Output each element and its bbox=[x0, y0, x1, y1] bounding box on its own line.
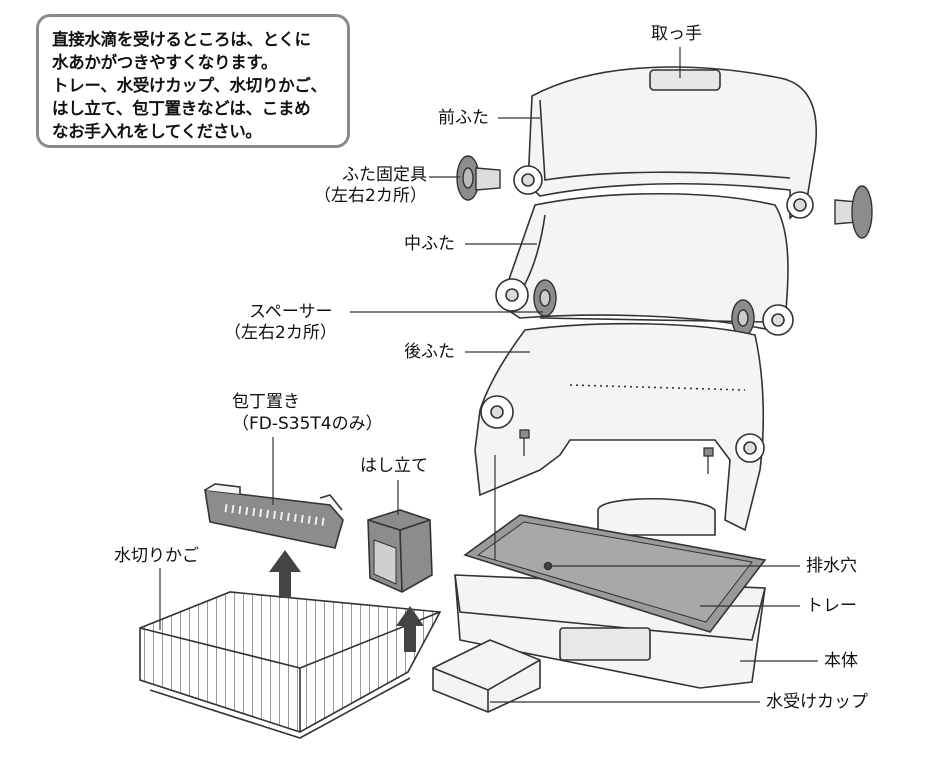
label-knife-holder-note: （FD-S35T4のみ） bbox=[232, 414, 383, 434]
label-chopstick-stand: はし立て bbox=[360, 456, 428, 476]
label-rear-lid: 後ふた bbox=[404, 342, 455, 362]
screws bbox=[519, 429, 714, 474]
label-knife-holder: 包丁置き bbox=[232, 392, 300, 412]
knife-holder bbox=[204, 483, 344, 549]
removal-arrows bbox=[269, 550, 424, 652]
note-line-5: なお手入れをしてください。 bbox=[52, 122, 262, 141]
drain-basket bbox=[139, 591, 442, 739]
spacer-left bbox=[533, 279, 557, 317]
lid-fixture-right bbox=[834, 185, 873, 239]
note-line-1: 直接水滴を受けるところは、とくに bbox=[52, 30, 311, 49]
middle-lid bbox=[495, 192, 794, 336]
label-handle: 取っ手 bbox=[651, 24, 702, 44]
rear-lid bbox=[474, 322, 765, 532]
label-body: 本体 bbox=[824, 651, 858, 671]
leader-lines bbox=[159, 47, 818, 703]
label-drain-hole: 排水穴 bbox=[806, 556, 857, 576]
tray bbox=[463, 514, 767, 633]
front-lid bbox=[513, 66, 817, 220]
spacer-right bbox=[731, 299, 755, 337]
label-water-cup: 水受けカップ bbox=[766, 692, 868, 712]
care-note-box: 直接水滴を受けるところは、とくに 水あかがつきやすくなります。 トレー、水受けカ… bbox=[36, 14, 350, 148]
label-tray: トレー bbox=[806, 596, 857, 616]
note-line-2: 水あかがつきやすくなります。 bbox=[52, 53, 278, 72]
note-line-4: はし立て、包丁置きなどは、こまめ bbox=[52, 99, 311, 118]
lid-fixture-left bbox=[456, 155, 501, 201]
label-spacer-note: （左右2カ所） bbox=[224, 323, 337, 343]
label-lid-fixture: ふた固定具 bbox=[342, 165, 427, 185]
label-lid-fixture-note: （左右2カ所） bbox=[314, 186, 427, 206]
note-line-3: トレー、水受けカップ、水切りかご、 bbox=[52, 76, 327, 95]
label-drain-basket: 水切りかご bbox=[114, 546, 199, 566]
label-middle-lid: 中ふた bbox=[404, 234, 455, 254]
label-front-lid: 前ふた bbox=[438, 108, 489, 128]
label-spacer: スペーサー bbox=[249, 302, 333, 322]
chopstick-stand bbox=[367, 509, 433, 593]
water-cup bbox=[432, 639, 541, 713]
